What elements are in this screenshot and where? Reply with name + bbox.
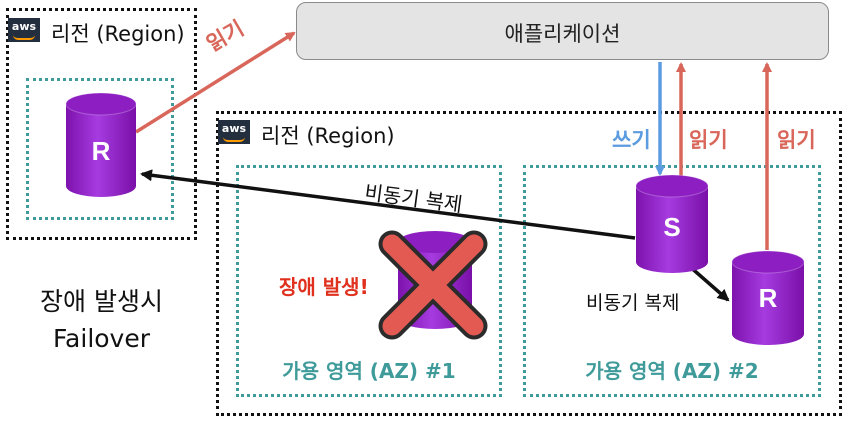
region-left-title: 리전 (Region) [51, 22, 185, 46]
az-2-box [523, 165, 821, 397]
read-replica-label: 읽기 [777, 128, 816, 152]
az-2-label: 가용 영역 (AZ) #2 [585, 359, 759, 383]
az-1-box [236, 165, 502, 397]
application-label: 애플리케이션 [504, 22, 621, 46]
region-right-title: 리전 (Region) [261, 124, 395, 148]
failure-label: 장애 발생! [279, 275, 369, 299]
az-left-box [26, 78, 174, 220]
az-1-label: 가용 영역 (AZ) #1 [282, 359, 456, 383]
async-local-label: 비동기 복제 [586, 292, 680, 314]
aws-logo: aws [218, 120, 250, 144]
region-right-box [216, 111, 842, 416]
failover-title-line2: Failover [52, 324, 151, 353]
failover-title-line1: 장애 발생시 [40, 287, 163, 316]
remote-read-label: 읽기 [202, 16, 248, 57]
read-standby-label: 읽기 [689, 128, 728, 152]
write-label: 쓰기 [612, 128, 651, 152]
application-box [296, 2, 829, 60]
aws-logo: aws [8, 18, 40, 42]
